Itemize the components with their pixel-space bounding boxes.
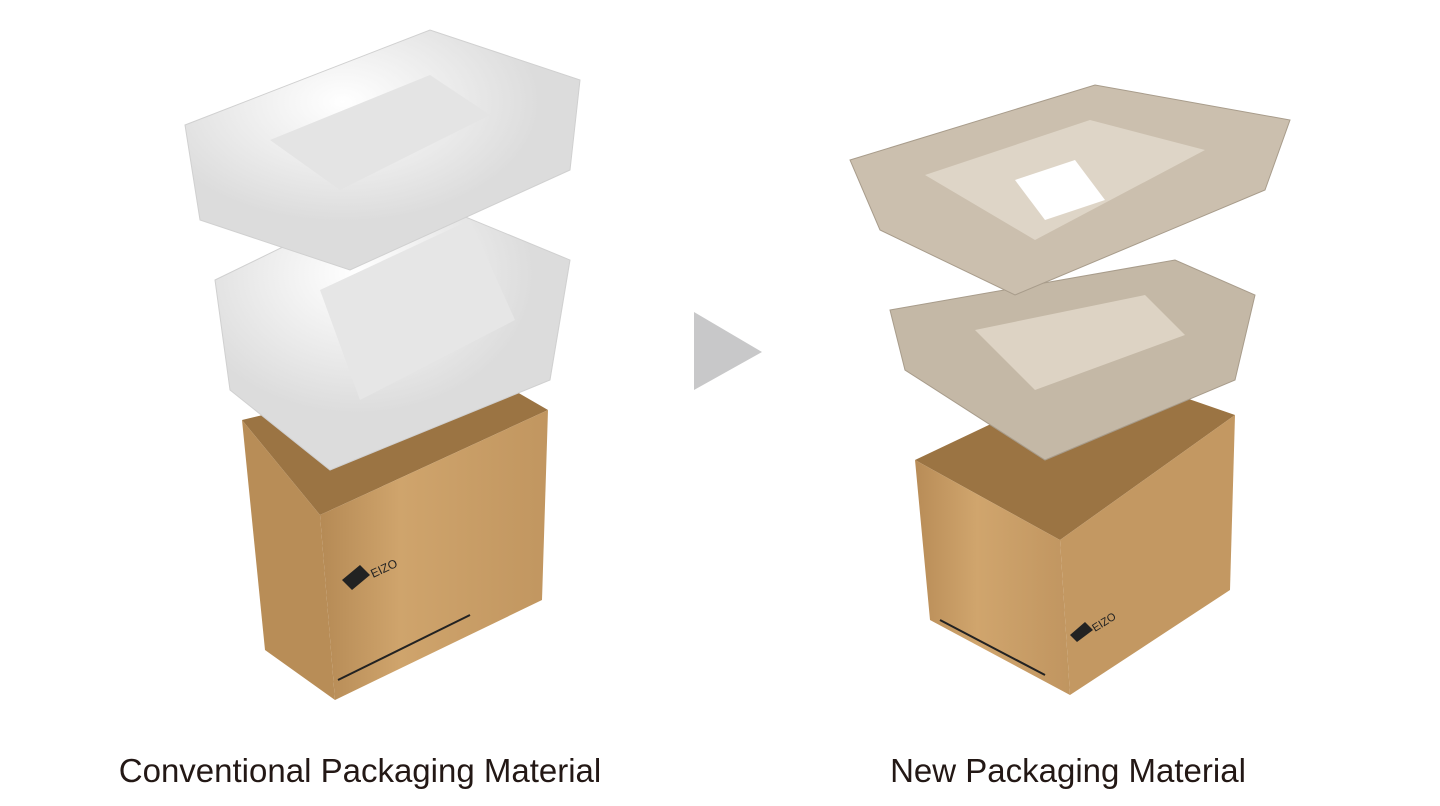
new-packaging-photo: EIZO: [849, 84, 1291, 695]
styrofoam-upper-insert: [184, 29, 581, 271]
new-packaging-caption: New Packaging Material: [890, 752, 1246, 789]
conventional-packaging-photo: EIZO: [184, 29, 581, 700]
styrofoam-lower-insert: [214, 189, 571, 471]
pulp-mold-lower-tray: [889, 259, 1256, 461]
play-triangle-icon: [694, 312, 762, 390]
pulp-mold-upper-tray: [849, 84, 1291, 296]
conventional-packaging-caption: Conventional Packaging Material: [118, 752, 602, 789]
